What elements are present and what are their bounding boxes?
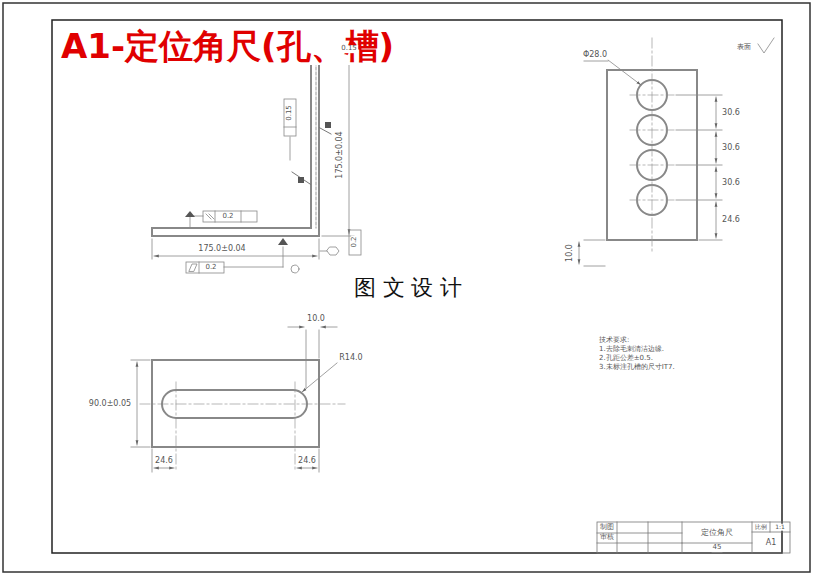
dimension-text: 30.6 [721,109,741,118]
center-lines [140,38,674,472]
outer-border [3,3,810,572]
hidden-line [316,47,317,228]
dimension-text: Φ28.0 [582,51,608,60]
dimension-text: 10.0 [306,315,326,324]
drawing-number: A1 [765,539,778,548]
technical-note: 3.未标注孔槽的尺寸IT7. [598,364,676,372]
watermark: 图 文 设 计 [353,276,464,300]
note-heading: 技术要求: [598,337,630,345]
dimension-text: 24.6 [154,457,174,466]
dimension-text: 175.0±0.04 [197,245,246,254]
tolerance-value: 0.2 [221,213,234,221]
dimension-text: 175.0±0.04 [336,130,345,179]
technical-note: 2.孔距公差±0.5. [598,355,654,363]
tolerance-value: 0.15 [340,45,358,53]
dimension-text: 30.6 [721,179,741,188]
title-block-cell: 比例 [754,524,768,531]
dimension-text: R14.0 [338,354,363,363]
dimension-lines [579,38,774,266]
slot [162,390,307,418]
base-plate [152,360,319,447]
angle-outline [152,47,319,236]
title-block [597,522,790,553]
title-block-cell: 1:1 [774,524,786,531]
material: 45 [712,544,723,552]
roughness-note: 表面 [736,44,752,52]
tolerance-value: 0.2 [204,264,217,272]
part-name: 定位角尺 [700,529,734,538]
tolerance-value: 0.15 [286,104,294,122]
dimension-text: 10.0 [566,243,575,263]
technical-note: 1.去除毛刺清洁边缘. [598,346,665,354]
dimension-text: 24.6 [297,457,317,466]
dimension-lines [152,43,362,273]
dimension-text: 24.6 [721,216,741,225]
dimension-lines [131,327,337,472]
title-block-cell: 制图 [599,524,615,532]
dimension-text: 30.6 [721,144,741,153]
inner-frame [52,20,782,553]
title-block-cell: 审核 [599,534,615,542]
dimension-text: 90.0±0.05 [88,400,132,409]
tolerance-value: 0.2 [351,235,359,248]
roughness-symbols [185,122,331,245]
